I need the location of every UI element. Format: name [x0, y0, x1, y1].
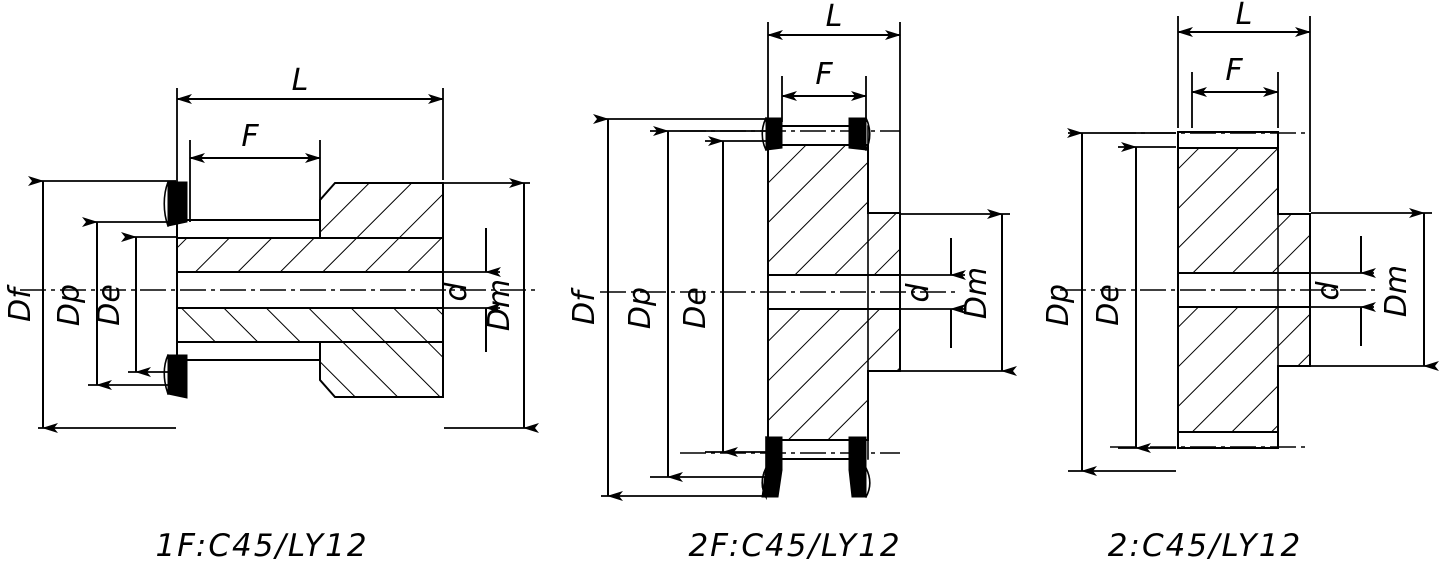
figure-1-label-L: L [292, 63, 309, 98]
figure-2-dim-F: F [781, 57, 867, 122]
figure-1-dim-De: De [92, 232, 176, 377]
figure-3-drawing: L F Dp De d [1041, 0, 1439, 564]
figure-3-label-Dp: Dp [1041, 284, 1076, 326]
figure-3-dim-Dm: Dm [1311, 208, 1439, 371]
figure-3-dim-De: De [1091, 142, 1176, 453]
figure-2-label-Df: Df [567, 287, 602, 325]
figure-2-label-De: De [678, 287, 713, 329]
figure-3-label-De: De [1091, 284, 1126, 326]
figure-3-dim-d: d [1311, 236, 1376, 346]
figure-1-label-De: De [92, 284, 127, 326]
figure-2-dim-De: De [678, 136, 766, 457]
figure-1-drawing: L F Df Dp De [3, 63, 540, 564]
figure-1-dim-L: L [176, 63, 444, 225]
figure-2-dim-Dp: Dp [623, 126, 766, 482]
figure-3-dim-Dp: Dp [1041, 128, 1176, 476]
figure-1-label-Df: Df [3, 284, 38, 322]
figure-2-dim-Dm: Dm [901, 209, 1017, 376]
figure-1-label-d: d [439, 282, 474, 302]
figure-2-dim-Df: Df [567, 114, 766, 501]
figure-3-dim-L: L [1177, 0, 1311, 212]
figure-2-dim-L: L [767, 0, 901, 215]
figure-1-dim-Dm: Dm [444, 178, 539, 433]
figure-2-label-Dp: Dp [623, 287, 658, 329]
figure-1-dim-F: F [189, 119, 321, 222]
figure-2-label-Dm: Dm [959, 267, 994, 319]
figure-3-label-F: F [1225, 53, 1243, 88]
figure-2-drawing: L F Df Dp De [567, 0, 1017, 564]
figure-1-label-Dm: Dm [482, 279, 517, 331]
figure-1-dim-d: d [439, 228, 501, 352]
figure-3-section [1177, 131, 1311, 449]
figure-3-dim-F: F [1191, 53, 1279, 128]
figure-3-label-L: L [1236, 0, 1253, 32]
figure-2-label-L: L [826, 0, 843, 34]
figure-1-label-Dp: Dp [52, 284, 87, 326]
figure-1-caption: 1F:C45/LY12 [155, 528, 368, 564]
figure-3-label-d: d [1311, 281, 1346, 301]
figure-2-label-d: d [901, 283, 936, 303]
figure-2-label-F: F [815, 57, 833, 92]
figure-3-label-Dm: Dm [1379, 265, 1414, 317]
figure-2-dim-d: d [901, 238, 966, 348]
figure-1-dim-Dp: Dp [52, 217, 176, 390]
figure-1-dim-Df: Df [3, 176, 176, 433]
figure-2-section [761, 116, 901, 501]
figure-2-caption: 2F:C45/LY12 [688, 528, 901, 564]
figure-1-label-F: F [241, 119, 259, 154]
figure-3-caption: 2:C45/LY12 [1108, 528, 1302, 564]
